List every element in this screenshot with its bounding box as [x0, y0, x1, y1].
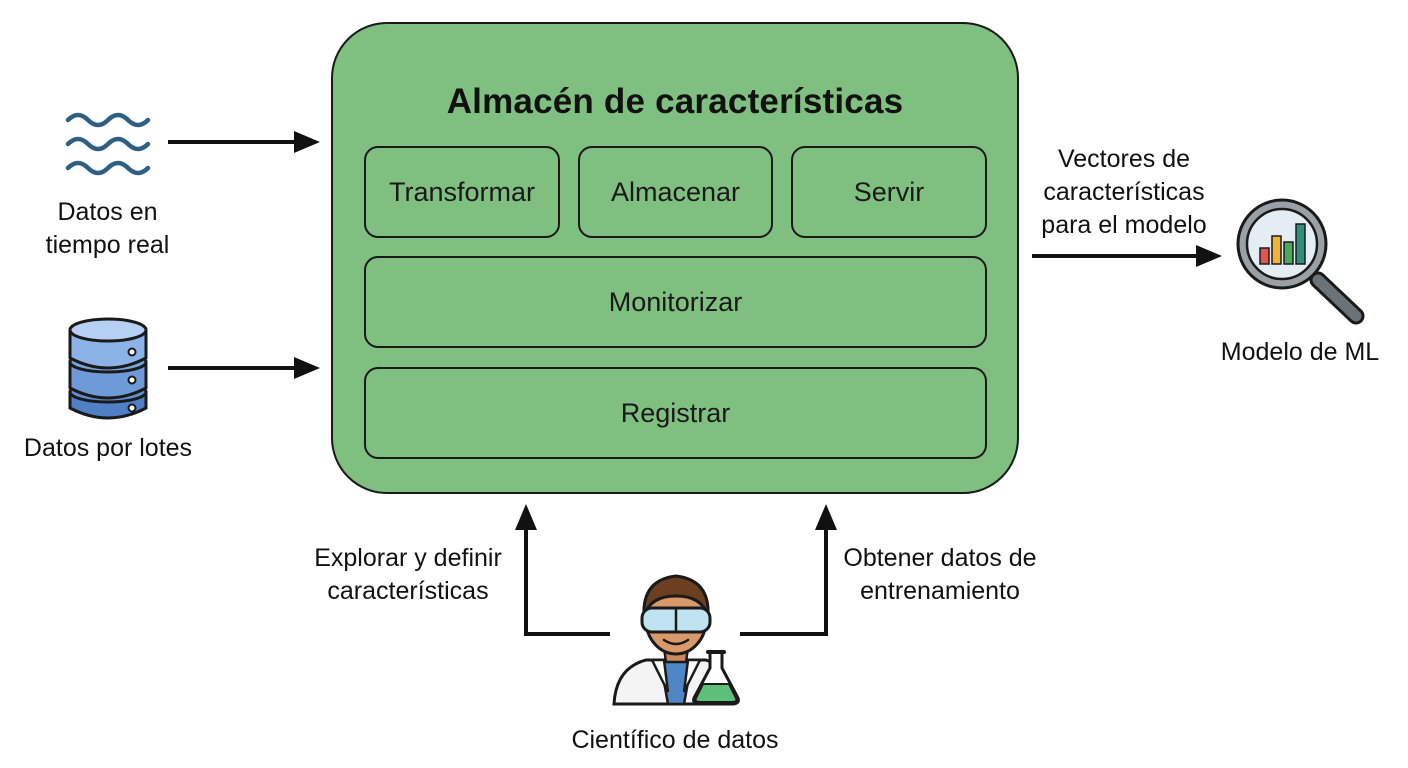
feature-vectors-label-line2: características: [1043, 178, 1205, 206]
training-data-label-line2: entrenamiento: [860, 577, 1020, 605]
arrow-batch-to-store: [168, 357, 320, 379]
arrow-realtime-to-store: [168, 131, 320, 153]
training-data-label-line1: Obtener datos de: [843, 544, 1037, 572]
magnifier-chart-icon: [1232, 196, 1366, 326]
database-icon: [66, 316, 150, 422]
feature-vectors-label-line3: para el modelo: [1041, 211, 1207, 239]
module-monitor: Monitorizar: [364, 256, 987, 348]
module-serve: Servir: [791, 146, 987, 238]
realtime-data-label: Datos en tiempo real: [20, 196, 195, 262]
waves-icon: [62, 108, 154, 180]
feature-vectors-label: Vectores de características para el mode…: [1022, 143, 1226, 242]
data-scientist-label: Científico de datos: [571, 726, 779, 754]
explore-define-label-line1: Explorar y definir: [314, 544, 502, 572]
feature-vectors-label-line1: Vectores de: [1057, 145, 1191, 173]
arrow-explore-to-store: [515, 504, 610, 636]
explore-define-label-line2: características: [327, 577, 489, 605]
arrow-training-to-store: [740, 504, 837, 636]
batch-data-label: Datos por lotes: [23, 434, 193, 462]
feature-store-title: Almacén de características: [446, 82, 904, 121]
ml-model-label: Modelo de ML: [1220, 338, 1380, 366]
realtime-data-label-line2: tiempo real: [45, 231, 170, 259]
module-transform: Transformar: [364, 146, 560, 238]
realtime-data-label-line1: Datos en: [57, 198, 158, 226]
training-data-label: Obtener datos de entrenamiento: [836, 542, 1044, 608]
scientist-icon: [606, 568, 746, 706]
arrow-store-to-model: [1032, 245, 1222, 267]
module-store: Almacenar: [578, 146, 773, 238]
explore-define-label: Explorar y definir características: [306, 542, 510, 608]
module-register: Registrar: [364, 367, 987, 459]
